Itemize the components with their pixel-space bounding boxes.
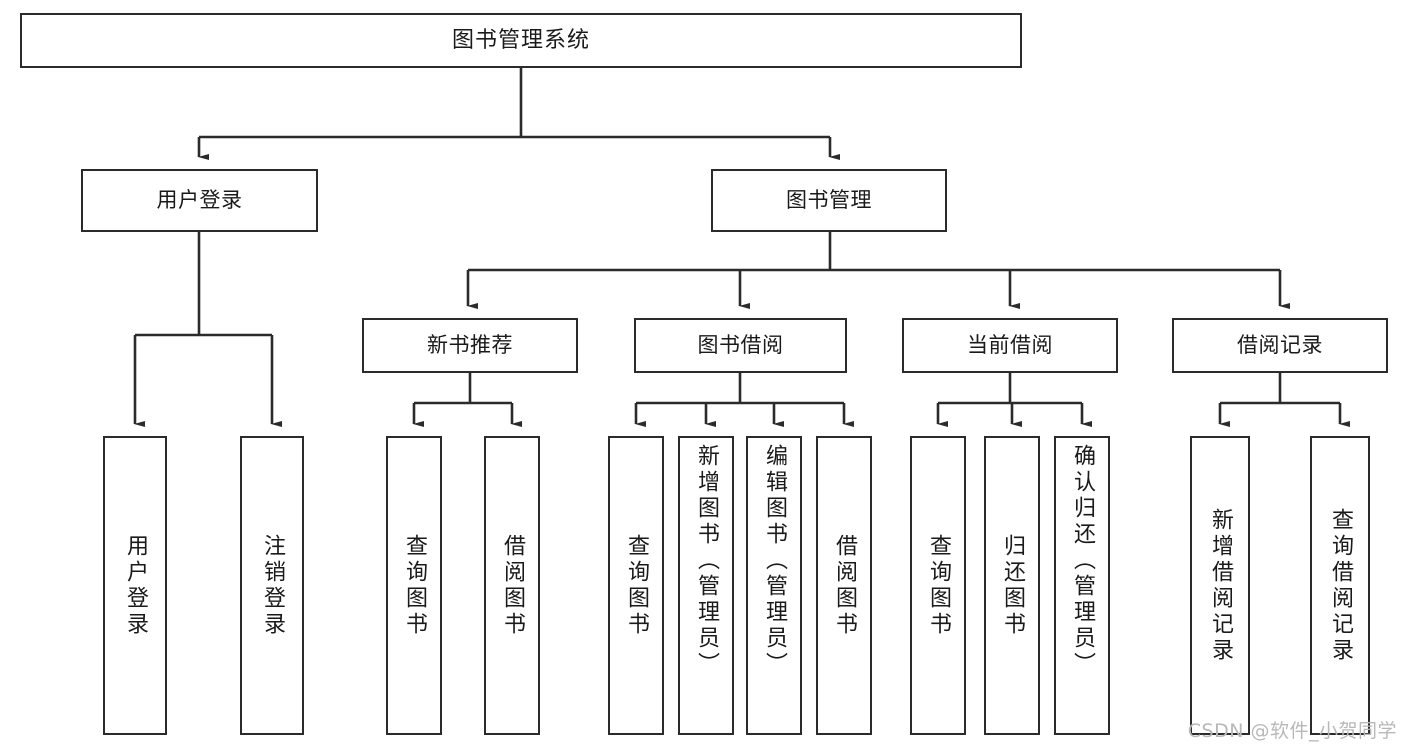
- node-leaf-logout[interactable]: 注销登录: [240, 436, 304, 735]
- node-leaf-query-book-recommend-label: 查询图书: [402, 533, 427, 638]
- node-leaf-borrow-book-recommend-label: 借阅图书: [500, 533, 525, 638]
- node-root-system-label: 图书管理系统: [451, 27, 590, 53]
- watermark-text: CSDN @软件_小贺同学: [1187, 720, 1397, 742]
- node-leaf-query-book-borrow-label: 查询图书: [624, 533, 649, 638]
- node-leaf-borrow-book[interactable]: 借阅图书: [816, 436, 872, 735]
- node-leaf-query-book-recommend[interactable]: 查询图书: [386, 436, 442, 735]
- node-leaf-user-login-label: 用户登录: [123, 533, 148, 638]
- node-leaf-borrow-book-label: 借阅图书: [832, 533, 857, 638]
- node-leaf-query-borrow-record[interactable]: 查询借阅记录: [1310, 436, 1370, 735]
- node-user-login-label: 用户登录: [156, 188, 243, 213]
- node-book-borrow[interactable]: 图书借阅: [634, 318, 847, 373]
- node-leaf-edit-book-admin-label: 编辑图书（管理员）: [762, 444, 787, 678]
- node-leaf-confirm-return-admin-label: 确认归还（管理员）: [1070, 444, 1095, 678]
- node-leaf-borrow-book-recommend[interactable]: 借阅图书: [484, 436, 540, 735]
- node-leaf-edit-book-admin[interactable]: 编辑图书（管理员）: [746, 436, 802, 735]
- node-new-book-recommend[interactable]: 新书推荐: [362, 318, 578, 373]
- node-leaf-return-book-label: 归还图书: [1000, 533, 1025, 638]
- node-book-borrow-label: 图书借阅: [697, 333, 784, 358]
- node-user-login[interactable]: 用户登录: [81, 169, 318, 232]
- node-leaf-query-book-borrow[interactable]: 查询图书: [608, 436, 664, 735]
- node-leaf-confirm-return-admin[interactable]: 确认归还（管理员）: [1054, 436, 1110, 735]
- node-leaf-logout-label: 注销登录: [260, 533, 285, 638]
- node-leaf-add-book-admin[interactable]: 新增图书（管理员）: [678, 436, 734, 735]
- node-leaf-query-borrow-record-label: 查询借阅记录: [1328, 507, 1353, 664]
- node-borrow-records-label: 借阅记录: [1237, 333, 1323, 358]
- node-book-management-label: 图书管理: [786, 188, 872, 213]
- node-leaf-query-book-current[interactable]: 查询图书: [910, 436, 966, 735]
- node-borrow-records[interactable]: 借阅记录: [1172, 318, 1388, 373]
- node-leaf-query-book-current-label: 查询图书: [926, 533, 951, 638]
- node-root-system[interactable]: 图书管理系统: [20, 13, 1022, 68]
- node-leaf-return-book[interactable]: 归还图书: [984, 436, 1040, 735]
- node-new-book-recommend-label: 新书推荐: [427, 333, 513, 358]
- node-leaf-add-book-admin-label: 新增图书（管理员）: [694, 444, 719, 678]
- node-leaf-user-login[interactable]: 用户登录: [103, 436, 167, 735]
- node-current-borrow-label: 当前借阅: [967, 333, 1053, 358]
- node-current-borrow[interactable]: 当前借阅: [902, 318, 1118, 373]
- node-leaf-add-borrow-record-label: 新增借阅记录: [1208, 507, 1233, 664]
- node-leaf-add-borrow-record[interactable]: 新增借阅记录: [1190, 436, 1250, 735]
- node-book-management[interactable]: 图书管理: [711, 169, 947, 232]
